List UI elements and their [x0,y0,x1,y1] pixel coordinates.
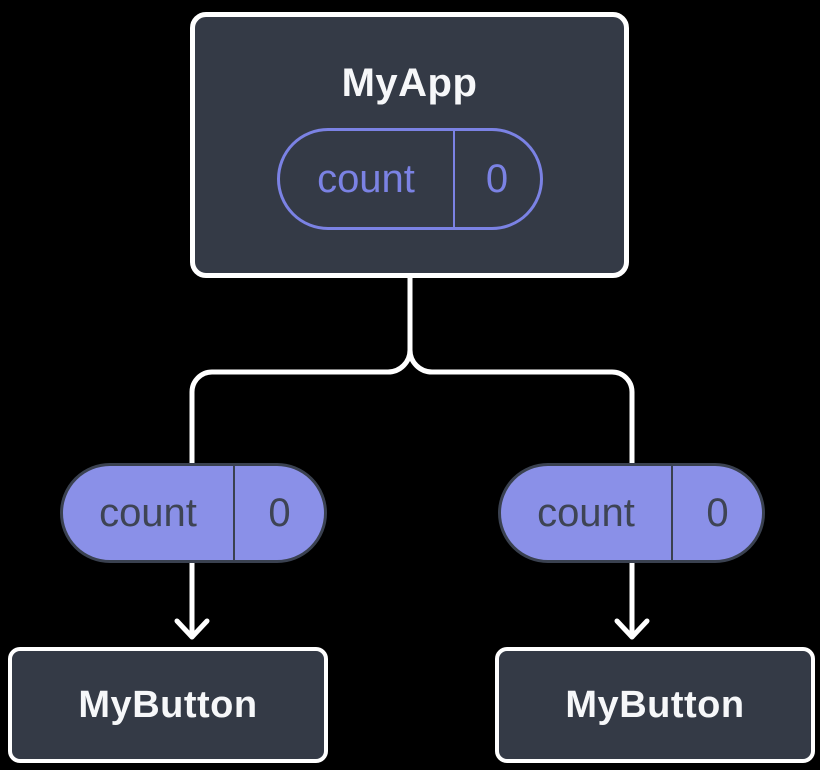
myapp-state-pill: count 0 [276,128,543,230]
left-arrow-head [174,618,210,640]
mybutton-left-node: MyButton [8,647,328,763]
state-value: 0 [452,131,540,227]
mybutton-right-node: MyButton [495,647,815,763]
branch-left-line [189,269,413,636]
state-name: count [537,490,635,535]
state-value: 0 [671,466,762,560]
left-state-pill: count 0 [60,463,327,563]
mybutton-left-title: MyButton [78,683,258,726]
state-value: 0 [233,466,324,560]
branch-right-line [407,269,635,636]
mybutton-right-title: MyButton [565,683,745,726]
myapp-title: MyApp [341,61,478,105]
state-name: count [99,490,197,535]
state-name: count [317,156,415,201]
right-arrow-head [614,618,650,640]
right-state-pill: count 0 [498,463,765,563]
myapp-component-node: MyApp count 0 [190,12,629,278]
